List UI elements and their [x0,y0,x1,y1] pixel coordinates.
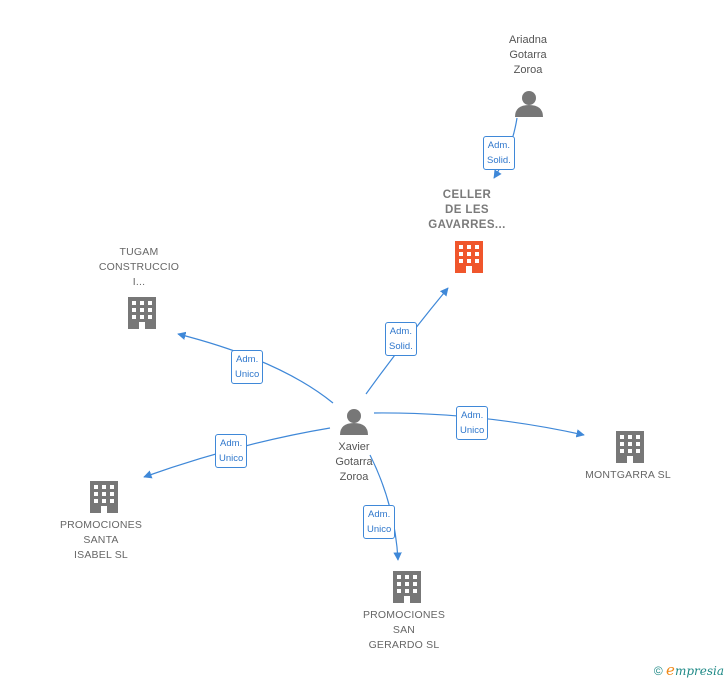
edge-xavier-tugam [177,331,334,404]
person-icon [515,91,543,117]
person-icon [340,409,368,435]
edge-label-ariadna-celler[interactable]: Adm. Solid. [483,136,515,170]
node-label-tugam[interactable]: TUGAM CONSTRUCCIO I... [98,246,180,288]
edge-label-xavier-san-gerardo[interactable]: Adm. Unico [363,505,396,539]
edge-label-xavier-santa-isabel[interactable]: Adm. Unico [215,434,248,468]
edge-label-xavier-tugam[interactable]: Adm. Unico [231,350,264,384]
node-label-ariadna[interactable]: Ariadna Gotarra Zoroa [509,34,547,76]
node-label-san-gerardo[interactable]: PROMOCIONES SAN GERARDO SL [362,609,446,651]
edge-label-xavier-montgarra[interactable]: Adm. Unico [456,406,489,440]
node-label-santa-isabel[interactable]: PROMOCIONES SANTA ISABEL SL [59,519,143,561]
node-label-xavier[interactable]: Xavier Gotarra Zoroa [335,441,373,483]
node-label-montgarra[interactable]: MONTGARRA SL [585,469,671,481]
brand-name: mpresia [674,664,724,678]
node-label-celler[interactable]: CELLER DE LES GAVARRES... [428,189,506,231]
copyright-icon: © [653,664,663,678]
brand-logo-e: e [666,661,675,679]
edge-label-xavier-celler[interactable]: Adm. Solid. [385,322,417,356]
footer-brand: © empresia [654,661,724,679]
